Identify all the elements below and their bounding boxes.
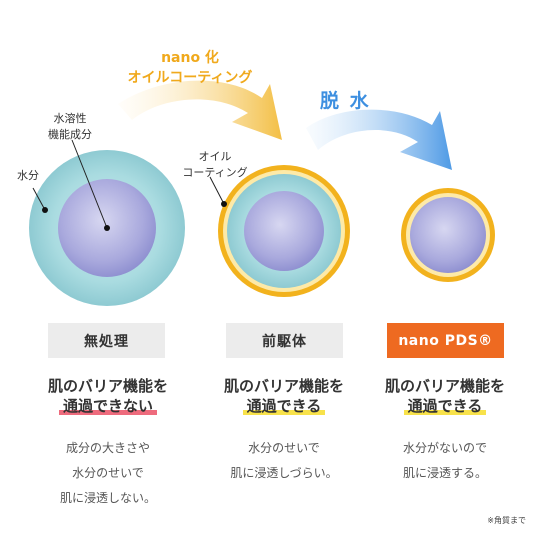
arrow-gold-label: nano 化 オイルコーティング [127, 50, 253, 86]
label-nano-pds: nano PDS® [387, 323, 504, 358]
annotation-water-soluble: 水溶性 機能成分 [48, 112, 92, 141]
arrow-blue-label: 脱 水 [320, 90, 371, 112]
label-precursor: 前駆体 [226, 323, 343, 358]
arrow-gold [118, 80, 282, 140]
desc-nano-pds: 水分がないので 肌に浸透する。 [402, 441, 487, 480]
label-untreated: 無処理 [48, 323, 165, 358]
footnote: ※角質まで [487, 516, 526, 525]
headline-nano-pds: 肌のバリア機能を 通過できる [384, 377, 505, 415]
desc-untreated: 成分の大きさや 水分のせいで 肌に浸透しない。 [59, 441, 156, 505]
particle-precursor [218, 165, 350, 297]
arrow-blue [306, 109, 452, 170]
particle-nano-pds [401, 188, 495, 282]
headline-untreated: 肌のバリア機能を 通過できない [47, 377, 168, 415]
annotation-oil-coating: オイル コーティング [182, 150, 248, 179]
headline-precursor: 肌のバリア機能を 通過できる [223, 377, 344, 415]
desc-precursor: 水分のせいで 肌に浸透しづらい。 [230, 441, 338, 480]
process-illustration [29, 80, 495, 306]
annotation-water: 水分 [17, 169, 39, 182]
